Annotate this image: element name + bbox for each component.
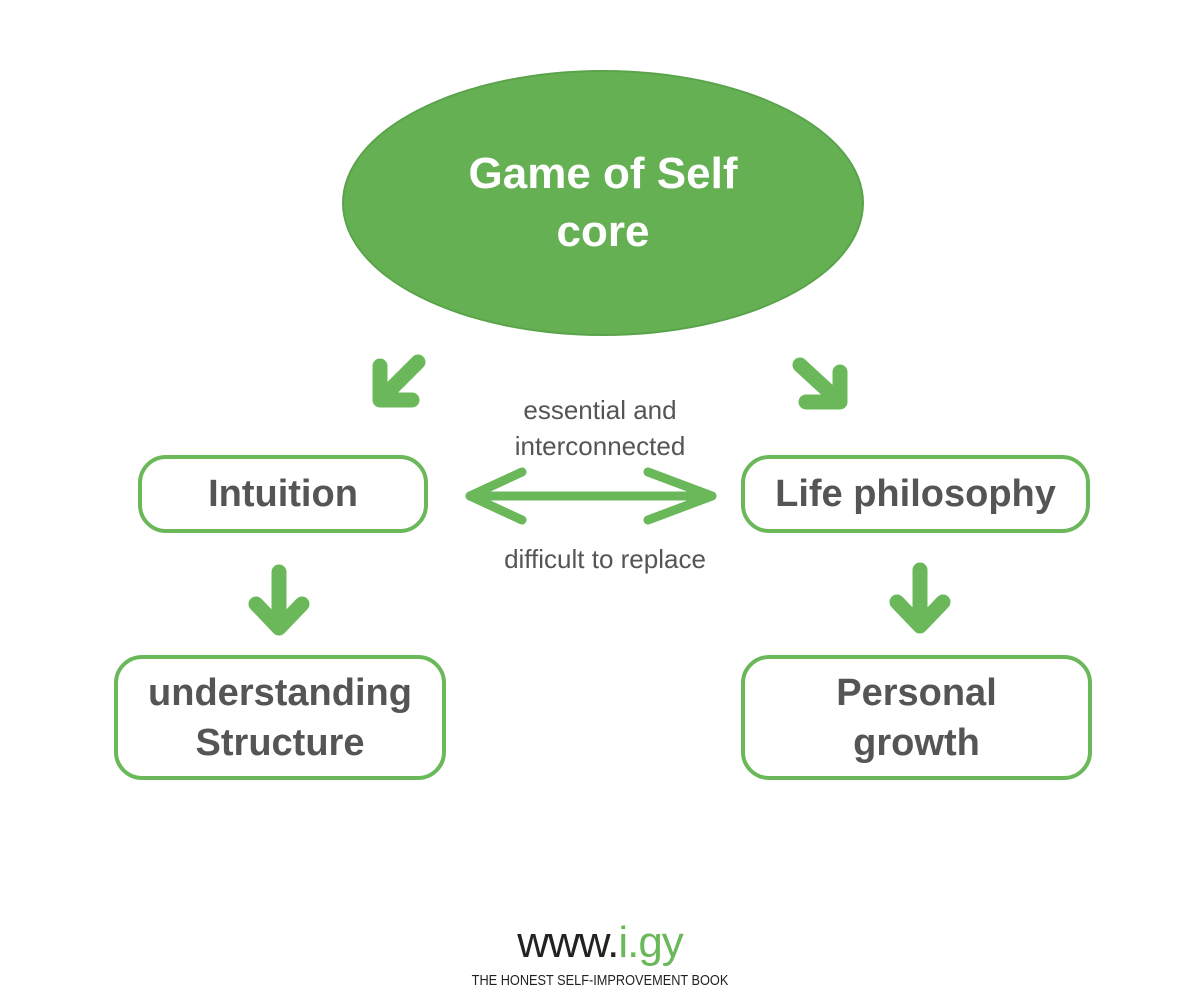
node-understanding-line-2: Structure — [195, 721, 365, 764]
brand-tagline: THE HONEST SELF-IMPROVEMENT BOOK — [471, 972, 729, 989]
node-understanding-line-1: understanding — [148, 671, 412, 714]
node-understanding-structure: understanding Structure — [114, 655, 446, 780]
connector-top-line-2: interconnected — [514, 431, 686, 461]
arrow-core-to-life-philosophy — [792, 357, 848, 410]
core-label: Game of Self core — [443, 145, 763, 261]
node-personal-growth-line-1: Personal — [836, 671, 997, 714]
brand-accent: i.gy — [618, 918, 683, 967]
double-arrow — [465, 467, 717, 525]
node-personal-growth: Personal growth — [741, 655, 1092, 780]
connector-label-top: essential and interconnected — [470, 392, 730, 464]
arrow-life-to-growth — [889, 562, 951, 634]
core-ellipse: Game of Self core — [342, 70, 864, 336]
brand-prefix: www. — [517, 918, 619, 967]
node-life-philosophy-label: Life philosophy — [775, 473, 1056, 515]
connector-top-line-1: essential and — [523, 395, 677, 425]
arrow-core-to-intuition — [372, 354, 426, 408]
footer-logo: www.i.gy THE HONEST SELF-IMPROVEMENT BOO… — [400, 918, 800, 989]
brand-url: www.i.gy — [400, 918, 800, 968]
connector-label-bottom: difficult to replace — [504, 544, 706, 574]
arrow-intuition-to-understanding — [248, 564, 310, 636]
node-intuition: Intuition — [138, 455, 428, 533]
core-line-2: core — [556, 207, 650, 256]
node-life-philosophy: Life philosophy — [741, 455, 1090, 533]
core-line-1: Game of Self — [468, 149, 738, 198]
node-intuition-label: Intuition — [208, 473, 358, 515]
node-personal-growth-line-2: growth — [853, 721, 980, 764]
